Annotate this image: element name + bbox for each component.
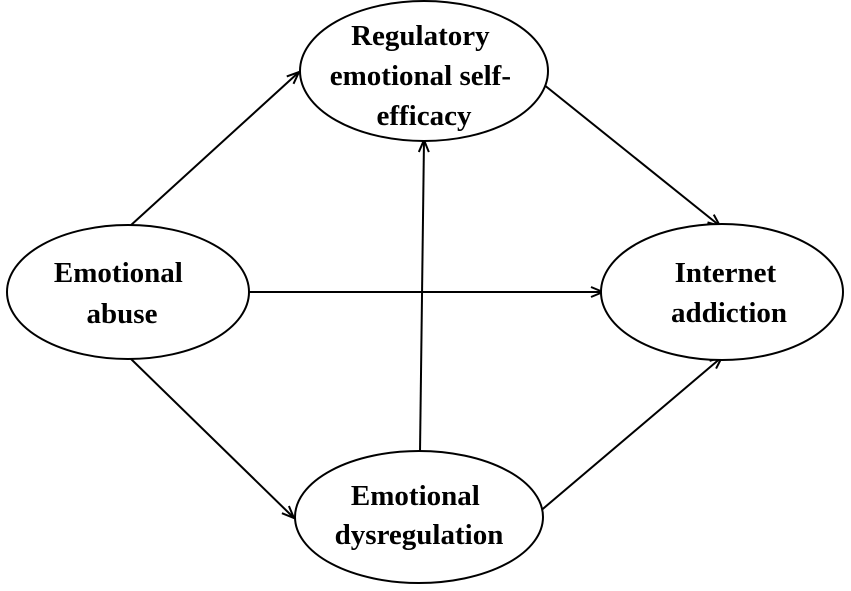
node-internet-addiction-shape — [600, 223, 844, 361]
node-internet-addiction: Internet addiction — [600, 223, 844, 361]
edge-dysregulation-to-internet-addiction — [537, 357, 722, 514]
node-emotional-dysregulation-line-2: dysregulation — [335, 519, 504, 551]
node-regulatory-emotional-self-efficacy-line-3: efficacy — [377, 100, 472, 132]
edge-abuse-to-self-efficacy — [129, 72, 299, 227]
node-emotional-abuse-line-2: abuse — [87, 298, 158, 330]
edge-self-efficacy-to-internet-addiction — [537, 79, 720, 226]
node-internet-addiction-line-2: addiction — [671, 297, 787, 329]
edge-dysregulation-to-self-efficacy — [420, 140, 424, 453]
node-regulatory-emotional-self-efficacy: Regulatory emotional self- efficacy — [299, 0, 549, 142]
edge-abuse-to-dysregulation — [129, 357, 294, 518]
node-regulatory-emotional-self-efficacy-shape — [299, 0, 549, 142]
node-internet-addiction-label: Internet addiction — [671, 257, 787, 329]
node-emotional-dysregulation: Emotional dysregulation — [294, 450, 544, 584]
node-emotional-abuse-line-1: Emotional — [54, 257, 183, 289]
node-emotional-dysregulation-line-1: Emotional — [351, 480, 480, 512]
node-regulatory-emotional-self-efficacy-line-1: Regulatory — [351, 20, 490, 52]
node-regulatory-emotional-self-efficacy-line-2: emotional self- — [330, 60, 511, 92]
node-emotional-abuse-label: Emotional abuse — [54, 257, 190, 330]
node-emotional-dysregulation-shape — [294, 450, 544, 584]
node-emotional-dysregulation-label: Emotional dysregulation — [335, 480, 504, 551]
edges — [129, 72, 722, 518]
node-internet-addiction-line-1: Internet — [675, 257, 777, 289]
node-emotional-abuse: Emotional abuse — [6, 224, 250, 360]
node-emotional-abuse-shape — [6, 224, 250, 360]
node-regulatory-emotional-self-efficacy-label: Regulatory emotional self- efficacy — [330, 20, 518, 132]
